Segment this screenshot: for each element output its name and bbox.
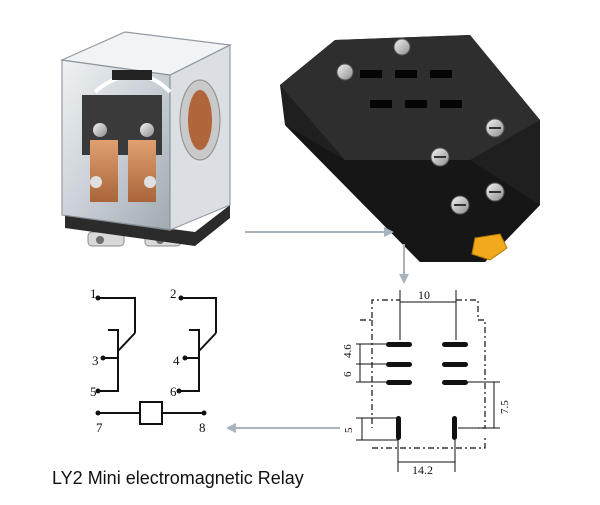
- pin-label-5: 5: [90, 384, 97, 399]
- pin-label-8: 8: [199, 420, 206, 435]
- pin-layout-drawing: 10 4.6 6 5 7.5 14.2: [342, 288, 511, 477]
- flow-arrows: [226, 227, 409, 433]
- relay-photo: [59, 31, 233, 247]
- pin-label-6: 6: [170, 384, 177, 399]
- dim-coil-height: 5: [343, 427, 355, 433]
- pin-label-4: 4: [173, 353, 180, 368]
- pin-label-7: 7: [96, 420, 103, 435]
- dim-coil-spacing: 7.5: [499, 400, 511, 414]
- dim-row-gap: 6: [342, 371, 354, 377]
- socket-photo: [280, 35, 540, 262]
- pin-label-3: 3: [92, 353, 99, 368]
- schematic-terminals: [95, 295, 207, 416]
- dim-top-width: 10: [418, 288, 430, 302]
- schematic-pin-labels: 1 2 3 4 5 6 7 8: [90, 286, 206, 435]
- dim-bottom-width: 14.2: [412, 463, 433, 477]
- pin-label-2: 2: [170, 286, 177, 301]
- figure-caption: LY2 Mini electromagnetic Relay: [52, 468, 304, 488]
- relay-schematic: [98, 297, 217, 425]
- pin-label-1: 1: [90, 286, 97, 301]
- dim-pin-pitch: 4.6: [342, 344, 354, 358]
